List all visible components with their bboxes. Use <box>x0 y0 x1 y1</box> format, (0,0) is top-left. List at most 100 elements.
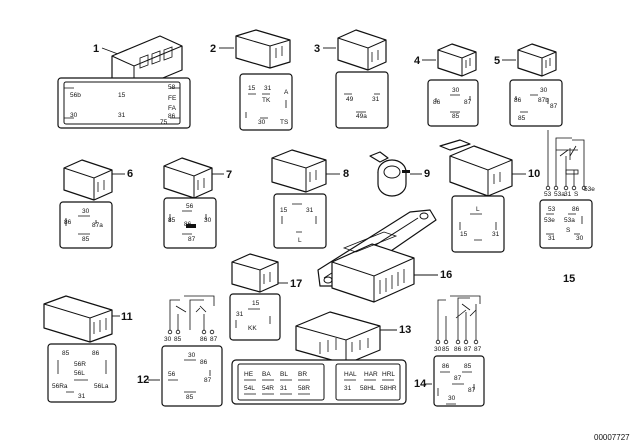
pin-label: 85 <box>464 363 472 370</box>
schematic-label: S <box>574 191 579 198</box>
pin-label: 58HR <box>380 385 397 392</box>
part-8: 8 15 31 L <box>271 149 349 249</box>
pin-label: 31 <box>372 96 380 103</box>
pin-label: 54L <box>244 385 255 392</box>
pin-label: 56 <box>168 371 176 378</box>
part-4: 4 30 86 87 85 <box>414 43 479 127</box>
callout-3[interactable]: 3 <box>314 43 320 55</box>
schematic-label: 87 <box>464 346 472 353</box>
part-3: 3 49 31 49a <box>314 29 389 129</box>
schematic-label: 87 <box>474 346 482 353</box>
part-2: 2 15 31 TK A 30 TS <box>210 29 293 131</box>
pin-label: 75 <box>160 119 168 126</box>
pin-label: 31 <box>264 85 272 92</box>
pin-label: BR <box>298 371 307 378</box>
pin-label: 86 <box>433 99 441 106</box>
schematic-label: 86 <box>454 346 462 353</box>
pin-label: 49a <box>356 113 367 120</box>
pin-label: 58R <box>298 385 310 392</box>
pin-label: 86 <box>92 350 100 357</box>
schematic-label: 87 <box>210 336 218 343</box>
schematic-label: 30 <box>164 336 172 343</box>
pin-label: 87 <box>468 387 476 394</box>
pin-label: 87 <box>550 103 558 110</box>
schematic-label: 53 <box>544 191 552 198</box>
callout-11[interactable]: 11 <box>121 311 133 323</box>
pin-label: 15 <box>252 300 260 307</box>
part-15: 53 53a 31 S 53e 53 86 53e 53a 31 30 S 15 <box>539 130 595 285</box>
callout-10[interactable]: 10 <box>528 168 540 180</box>
pin-label: 49 <box>346 96 354 103</box>
pin-label: BA <box>262 371 271 378</box>
callout-7[interactable]: 7 <box>226 169 232 181</box>
pin-label: 86 <box>442 363 450 370</box>
pin-label: 87a <box>92 222 103 229</box>
pin-label: 30 <box>448 395 456 402</box>
pin-label: 31 <box>236 311 244 318</box>
pin-label: 54R <box>262 385 274 392</box>
callout-8[interactable]: 8 <box>343 168 349 180</box>
callout-1[interactable]: 1 <box>93 43 99 55</box>
schematic-label: 85 <box>442 346 450 353</box>
pin-label: 86 <box>64 219 72 226</box>
part-13: 13 HE BA BL BR 54L 54R 31 58R HAL HAR HR… <box>231 311 411 405</box>
callout-12[interactable]: 12 <box>137 374 149 386</box>
pin-label: 30 <box>452 87 460 94</box>
callout-14[interactable]: 14 <box>414 378 427 390</box>
pin-label: HE <box>244 371 254 378</box>
part-16: 16 <box>317 209 452 303</box>
pin-label: 86 <box>200 359 208 366</box>
part-14: 30 85 86 87 87 14 86 85 87 30 87 <box>414 295 485 407</box>
callout-6[interactable]: 6 <box>127 168 133 180</box>
pin-label: 86 <box>514 97 522 104</box>
schematic-label: 86 <box>200 336 208 343</box>
pin-label: 30 <box>82 208 90 215</box>
pin-label: 15 <box>118 92 126 99</box>
pin-label: 31 <box>492 231 500 238</box>
pin-label: 87b <box>538 97 549 104</box>
part-10: 10 L 15 31 <box>439 139 540 253</box>
pin-label: 56b <box>70 92 81 99</box>
pin-label: 56 <box>186 203 194 210</box>
callout-5[interactable]: 5 <box>494 55 500 67</box>
part-7: 7 56 85 86 30 87 <box>163 157 232 249</box>
callout-13[interactable]: 13 <box>399 324 411 336</box>
pin-label: 85 <box>168 217 176 224</box>
pin-label: 85 <box>82 236 90 243</box>
part-11: 11 85 86 56R 56L 56Ra 56La 31 <box>43 295 133 403</box>
pin-label: 30 <box>204 217 212 224</box>
schematic-label: 53a <box>554 191 565 198</box>
pin-label: FE <box>168 95 177 102</box>
pin-label: 85 <box>452 113 460 120</box>
pin-label: 53a <box>564 217 575 224</box>
callout-9[interactable]: 9 <box>424 168 430 180</box>
pin-label: 31 <box>118 112 126 119</box>
pin-label: 86 <box>168 113 176 120</box>
pin-label: 31 <box>548 235 556 242</box>
pin-label: TK <box>262 97 271 104</box>
pin-label: 85 <box>518 115 526 122</box>
pin-label: 31 <box>344 385 352 392</box>
pin-label: 56Ra <box>52 383 68 390</box>
part-9: 9 <box>369 151 430 197</box>
pin-label: 30 <box>258 119 266 126</box>
pin-label: 58 <box>168 84 176 91</box>
pin-label: HAR <box>364 371 378 378</box>
pin-label: 30 <box>576 235 584 242</box>
part-17: 17 15 31 KK <box>229 253 302 341</box>
pin-label: 87 <box>204 377 212 384</box>
schematic-label: 85 <box>174 336 182 343</box>
pin-label: S <box>566 227 571 234</box>
callout-16[interactable]: 16 <box>440 269 452 281</box>
pin-label: TS <box>280 119 289 126</box>
pin-label: A <box>284 89 289 96</box>
pin-label: 56La <box>94 383 109 390</box>
schematic-label: 31 <box>564 191 572 198</box>
callout-2[interactable]: 2 <box>210 43 216 55</box>
callout-17[interactable]: 17 <box>290 278 302 290</box>
callout-4[interactable]: 4 <box>414 55 421 67</box>
part-5: 5 30 86 87b 87 85 <box>494 43 563 127</box>
callout-15[interactable]: 15 <box>563 273 575 285</box>
pin-label: 85 <box>62 350 70 357</box>
